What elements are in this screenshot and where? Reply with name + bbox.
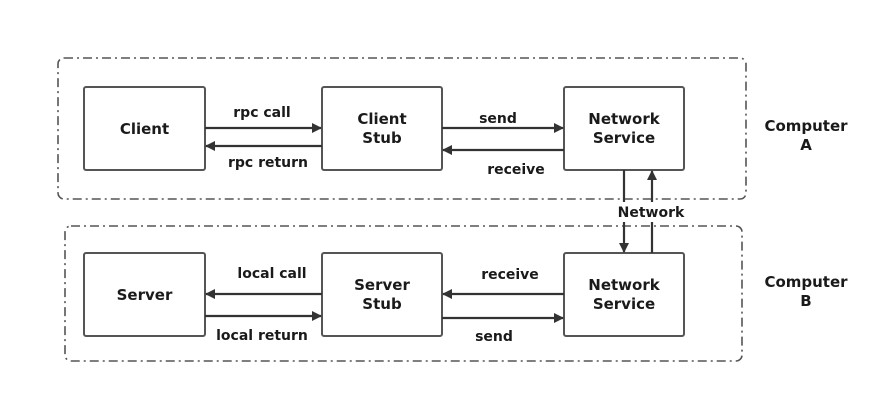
send-a-label: send [479,111,517,127]
network-label: Network [618,205,685,221]
rpc-call-label: rpc call [233,105,290,121]
local-call-label: local call [237,266,306,282]
client-stub-label-line2: Stub [362,129,402,147]
computer-a-label-line2: A [800,136,812,154]
network-service-b-label-line2: Service [593,295,655,313]
network-service-b-box: Network Service [563,252,685,337]
server-label: Server [117,286,173,304]
send-b-label: send [475,329,513,345]
computer-a-boundary [57,57,747,200]
network-service-a-box: Network Service [563,86,685,171]
receive-b-label: receive [481,267,539,283]
client-stub-label-line1: Client [357,110,406,128]
server-stub-label-line1: Server [354,276,410,294]
computer-a-label-line1: Computer [764,117,848,135]
client-box: Client [83,86,206,171]
network-label-background [611,202,691,222]
network-service-b-label-line1: Network [588,276,660,294]
computer-b-boundary [64,225,743,362]
receive-a-label: receive [487,162,545,178]
computer-b-label-line2: B [800,292,811,310]
rpc-return-label: rpc return [228,155,308,171]
server-box: Server [83,252,206,337]
computer-b-label-line1: Computer [764,273,848,291]
network-service-a-label-line2: Service [593,129,655,147]
client-stub-box: Client Stub [321,86,443,171]
local-return-label: local return [216,328,308,344]
client-label: Client [120,120,169,138]
server-stub-label-line2: Stub [362,295,402,313]
network-service-a-label-line1: Network [588,110,660,128]
server-stub-box: Server Stub [321,252,443,337]
